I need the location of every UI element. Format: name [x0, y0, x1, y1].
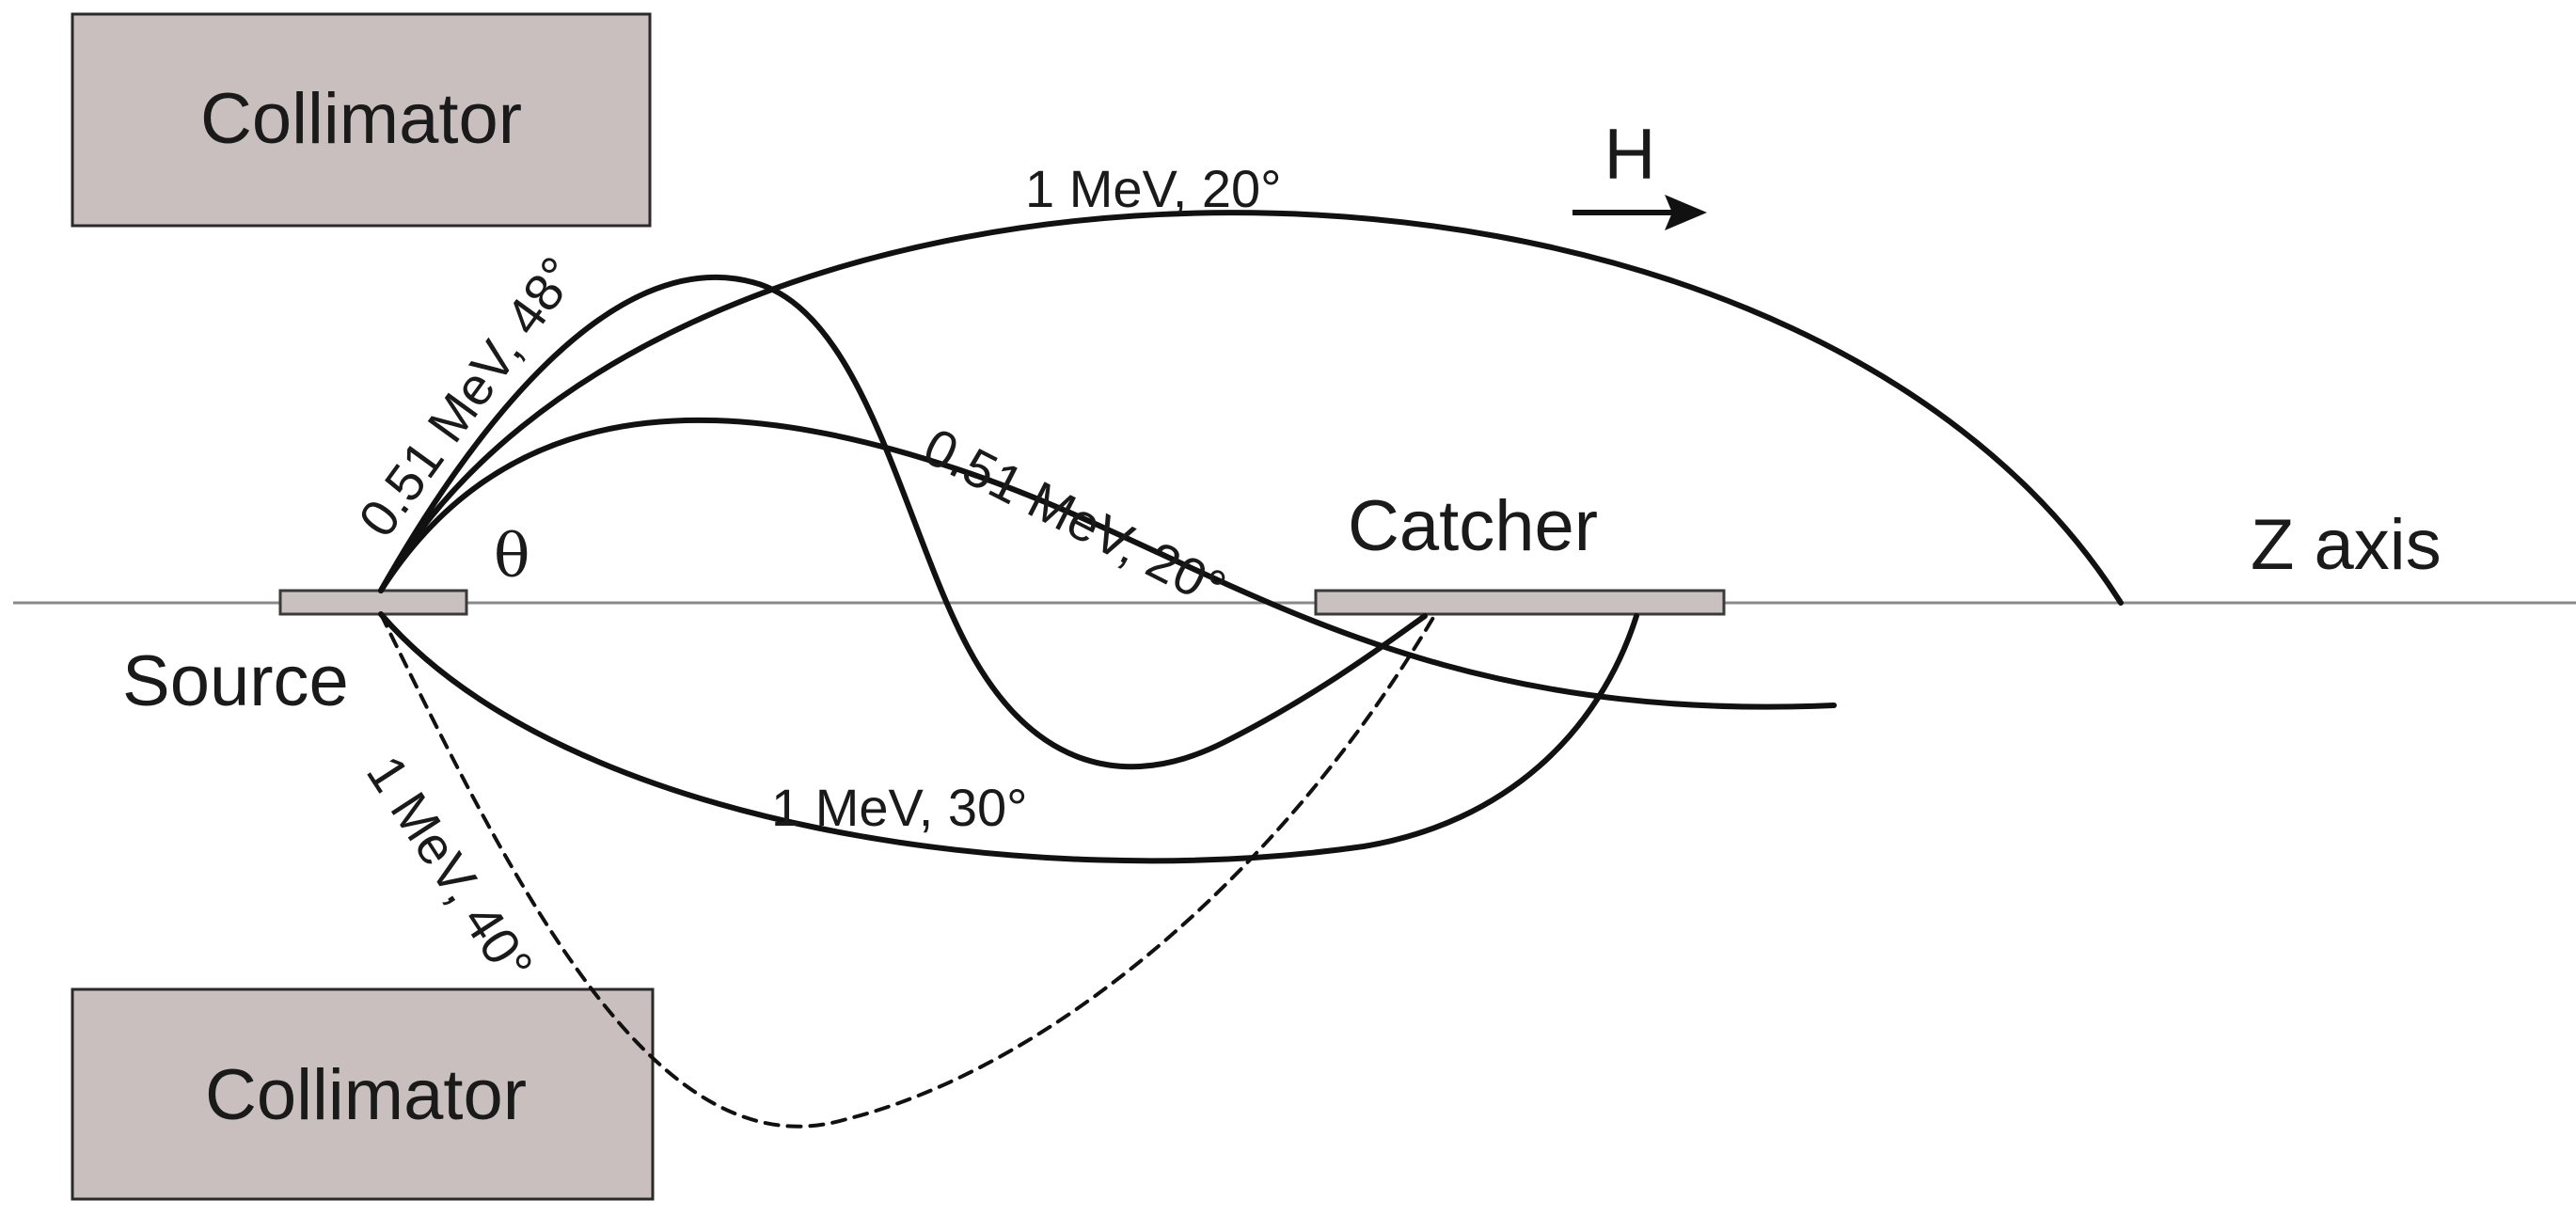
trajectory-label-1mev-30deg: 1 MeV, 30°: [771, 778, 1028, 837]
trajectory-051mev-20deg: [378, 417, 1837, 710]
collimator-top: Collimator: [71, 12, 652, 228]
collimator-bottom: Collimator: [71, 987, 655, 1201]
trajectory-label-051mev-20deg: 0.51 MeV, 20°: [915, 417, 1236, 619]
trajectory-1mev-40deg: [379, 612, 1436, 1129]
theta-label: θ: [494, 522, 530, 592]
source-plate: [278, 589, 468, 616]
trajectory-label-1mev-20deg: 1 MeV, 20°: [1025, 159, 1282, 218]
trajectory-label-1mev-40deg: 1 MeV, 40°: [356, 745, 545, 992]
collimator-top-label: Collimator: [200, 79, 522, 159]
field-arrow: [1572, 195, 1707, 230]
trajectory-1mev-20deg: [378, 210, 2124, 606]
z-axis-label: Z axis: [2251, 505, 2442, 585]
collimator-bottom-label: Collimator: [205, 1055, 527, 1135]
trajectory-label-051mev-48deg: 0.51 MeV, 48°: [347, 246, 589, 547]
field-label: H: [1604, 115, 1656, 195]
source-label: Source: [122, 641, 349, 721]
catcher-label: Catcher: [1348, 486, 1598, 566]
trajectory-051mev-48deg: [378, 274, 1428, 770]
trajectory-1mev-30deg: [378, 611, 1639, 864]
catcher-plate: [1314, 589, 1726, 616]
